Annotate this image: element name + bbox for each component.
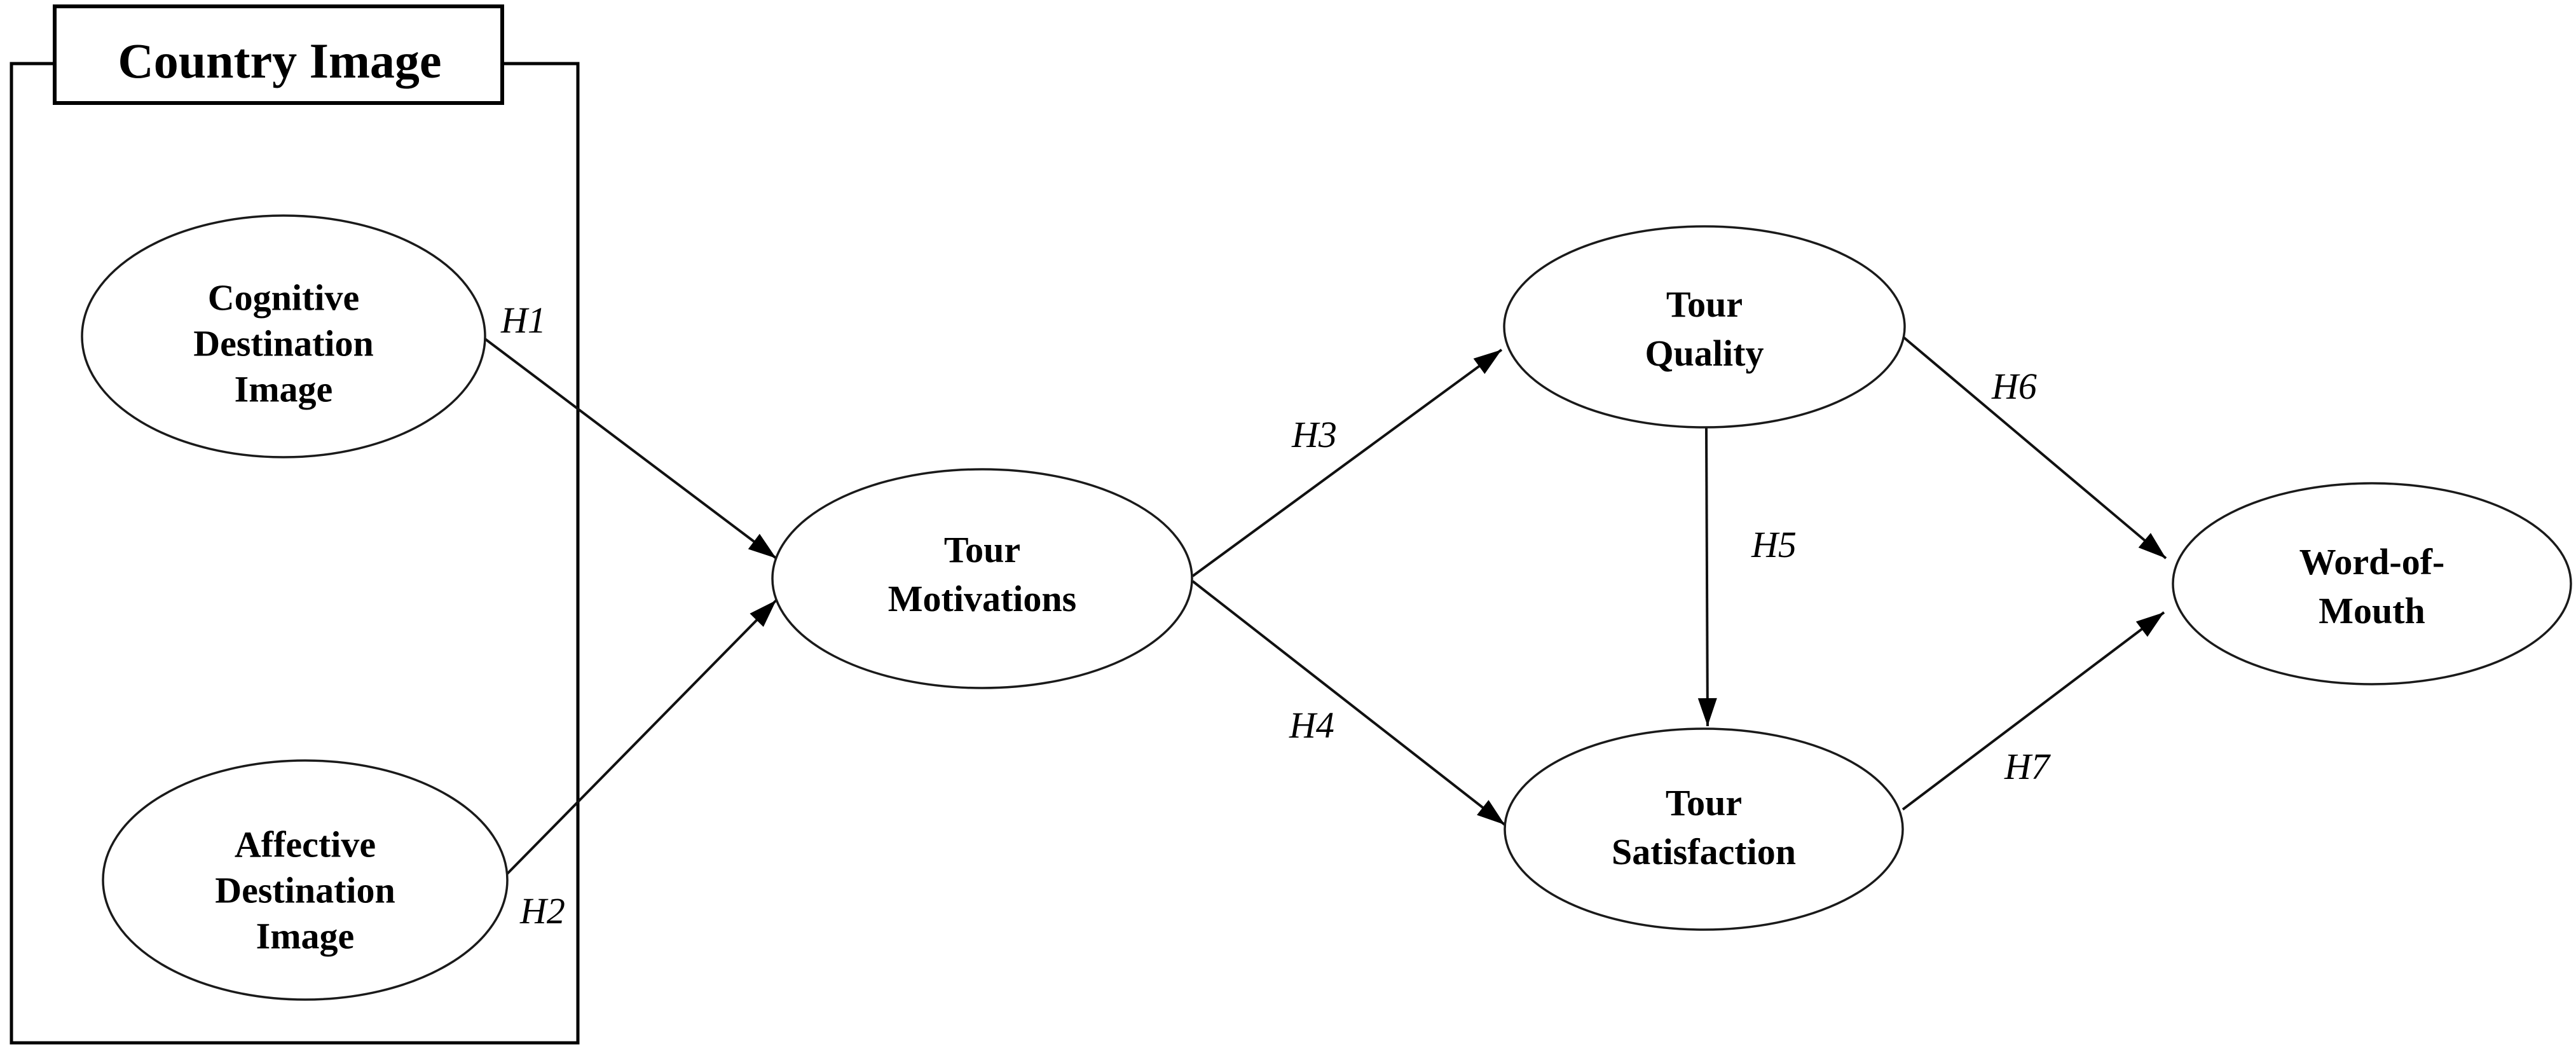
edge-line-h1 [484, 338, 778, 560]
node-label-line-cognitive-destination-image: Destination [193, 323, 374, 364]
node-ellipse-tour-motivations [771, 468, 1193, 689]
edge-line-h3 [1191, 348, 1503, 577]
edge-label-h1: H1 [500, 299, 546, 341]
node-label-line-tour-satisfaction: Satisfaction [1612, 831, 1796, 872]
edge-line-h5 [1697, 427, 1717, 727]
node-label-line-word-of-mouth: Mouth [2319, 590, 2425, 631]
node-label-line-cognitive-destination-image: Image [235, 369, 333, 410]
country-image-label-box [53, 4, 504, 105]
node-label-line-affective-destination-image: Affective [235, 824, 376, 865]
node-label-line-cognitive-destination-image: Cognitive [208, 277, 359, 319]
node-label-line-tour-satisfaction: Tour [1666, 782, 1742, 823]
edge-label-h5: H5 [1751, 524, 1797, 565]
node-ellipse-tour-quality [1503, 225, 1906, 429]
node-label-line-word-of-mouth: Word-of- [2299, 541, 2445, 582]
node-ellipse-affective-destination-image [102, 759, 509, 1001]
edge-line-h7 [1901, 611, 2165, 811]
edge-line-h2 [506, 599, 778, 875]
node-label-line-affective-destination-image: Image [256, 916, 355, 957]
node-label-line-affective-destination-image: Destination [215, 870, 395, 911]
construct-nodes: CognitiveDestinationImageAffectiveDestin… [81, 214, 2572, 1001]
edge-label-h3: H3 [1291, 414, 1337, 455]
edge-label-h7: H7 [2004, 746, 2051, 787]
edge-label-h6: H6 [1991, 366, 2037, 407]
country-image-title: Country Image [118, 33, 441, 88]
node-label-line-tour-quality: Tour [1666, 284, 1743, 325]
node-word-of-mouth: Word-of- Mouth [2172, 482, 2572, 685]
edge-line-h4 [1191, 580, 1506, 826]
node-ellipse-tour-satisfaction [1504, 727, 1904, 931]
node-label-line-tour-motivations: Tour [944, 529, 1020, 570]
edge-line-h6 [1903, 336, 2167, 560]
edge-label-h4: H4 [1289, 705, 1334, 746]
node-label-line-tour-motivations: Motivations [888, 578, 1076, 619]
node-ellipse-word-of-mouth [2172, 482, 2572, 685]
hypothesis-paths [484, 336, 2167, 875]
node-ellipse-cognitive-destination-image [81, 214, 486, 458]
node-label-line-tour-quality: Quality [1645, 333, 1764, 374]
edge-label-h2: H2 [519, 890, 565, 932]
